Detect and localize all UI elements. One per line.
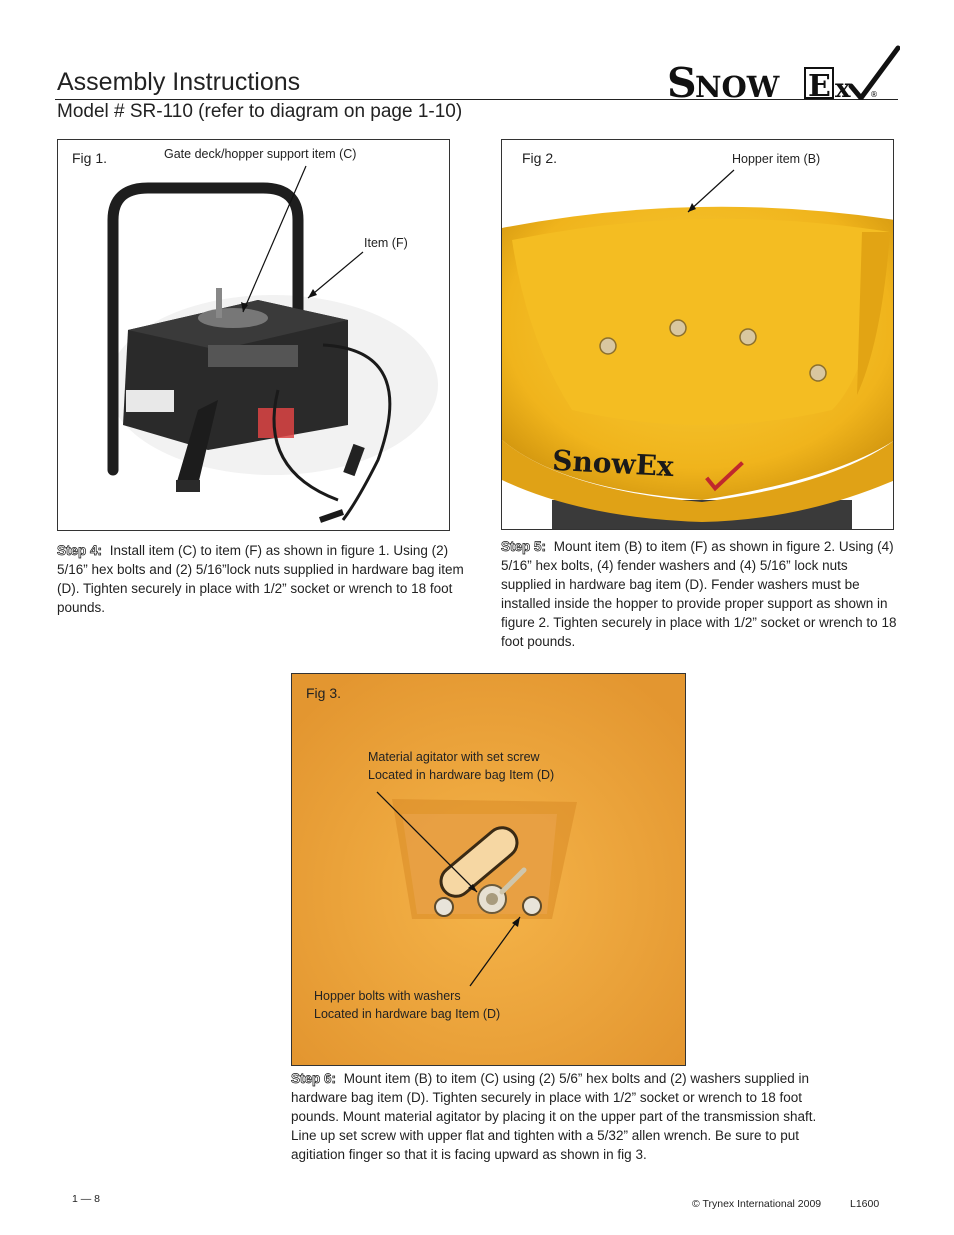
svg-text:E: E [808,69,831,100]
fig3-callout-bolts-line2: Located in hardware bag Item (D) [314,1007,501,1021]
figure-3: Fig 3. Material agitator with set screw … [291,673,686,1066]
snowex-logo: S NOW E x ® [667,45,900,100]
step-6-text: Mount item (B) to item (C) using (2) 5/6… [291,1071,817,1162]
fig3-callout-bolts-line1: Hopper bolts with washers [314,989,461,1003]
svg-text:x: x [835,74,851,100]
step-5-text: Mount item (B) to item (F) as shown in f… [501,539,897,649]
step-5: Step 5: Mount item (B) to item (F) as sh… [501,537,901,651]
step-4: Step 4: Install item (C) to item (F) as … [57,541,465,617]
fig1-label: Fig 1. [72,150,108,166]
figure-1: Fig 1. Gate deck/hopper support item (C)… [57,139,450,531]
fig3-callout-agitator-line2: Located in hardware bag Item (D) [368,768,555,782]
step-5-label: Step 5: [501,539,547,555]
svg-text:NOW: NOW [695,70,780,100]
fig2-callout-hopper: Hopper item (B) [732,152,821,166]
fig3-label: Fig 3. [306,685,342,701]
fig1-spreader-photo [107,165,438,523]
step-6: Step 6: Mount item (B) to item (C) using… [291,1069,836,1164]
fig1-callout-item-f: Item (F) [364,236,408,250]
page-number: 1 — 8 [72,1193,101,1205]
copyright: © Trynex International 2009 [692,1198,822,1210]
step-4-label: Step 4: [57,543,103,559]
doc-code: L1600 [850,1198,880,1210]
page-title: Assembly Instructions [57,68,301,96]
fig3-agitator-photo [292,674,685,1065]
svg-text:S: S [667,59,697,100]
fig1-callout-gate-deck: Gate deck/hopper support item (C) [164,147,357,161]
step-4-text: Install item (C) to item (F) as shown in… [57,543,464,615]
fig2-hopper-photo: SnowEx [502,169,893,529]
fig2-hopper-brand: SnowEx [552,444,675,483]
fig3-callout-agitator-line1: Material agitator with set screw [368,750,540,764]
svg-text:®: ® [870,90,878,99]
header-rule [55,99,898,100]
step-6-label: Step 6: [291,1071,337,1087]
fig2-label: Fig 2. [522,150,558,166]
figure-2: SnowEx Fig 2. Hopper item (B) [501,139,894,530]
page-subtitle: Model # SR-110 (refer to diagram on page… [57,101,463,122]
